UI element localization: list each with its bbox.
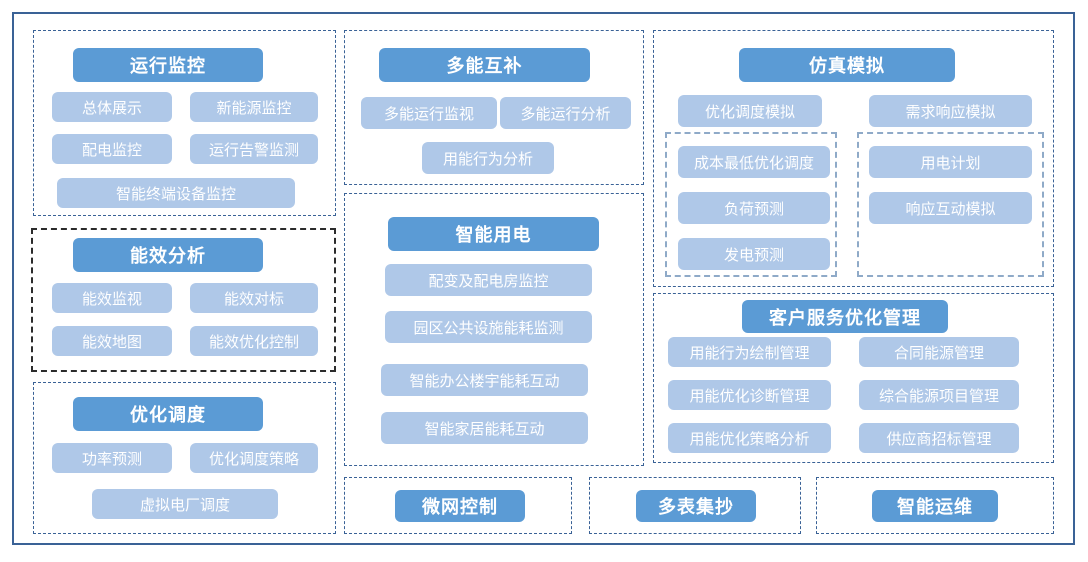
- item-xuni-dianchang-diaodu[interactable]: 虚拟电厂调度: [92, 489, 278, 519]
- section-header-weiwang-kongzhi[interactable]: 微网控制: [395, 490, 525, 522]
- section-header-zhineng-yongdian[interactable]: 智能用电: [388, 217, 599, 251]
- item-xuqiu-xiangying-moni[interactable]: 需求响应模拟: [869, 95, 1032, 127]
- item-peidian-jiankong[interactable]: 配电监控: [52, 134, 172, 164]
- item-duoneng-yunxing-jianshi[interactable]: 多能运行监视: [361, 97, 497, 129]
- section-header-nengxiao-fenxi[interactable]: 能效分析: [73, 238, 263, 272]
- item-duoneng-yunxing-fenxi[interactable]: 多能运行分析: [500, 97, 631, 129]
- item-peibian-ji-peidianfang-jiankong[interactable]: 配变及配电房监控: [385, 264, 592, 296]
- subgroup-fangzhen-sub-left[interactable]: [665, 132, 837, 277]
- section-header-zhineng-yunwei[interactable]: 智能运维: [872, 490, 998, 522]
- item-yongneng-xingwei-fenxi[interactable]: 用能行为分析: [422, 142, 554, 174]
- item-gongyingshang-zhaobiao-guanli[interactable]: 供应商招标管理: [859, 423, 1019, 453]
- item-youhua-diaodu-celue[interactable]: 优化调度策略: [190, 443, 318, 473]
- item-yongneng-youhua-zhenduan-guanli[interactable]: 用能优化诊断管理: [668, 380, 831, 410]
- section-header-duobiao-jichao[interactable]: 多表集抄: [636, 490, 756, 522]
- item-nengxiao-jianshi[interactable]: 能效监视: [52, 283, 172, 313]
- item-yunxing-gaojing-jiance[interactable]: 运行告警监测: [190, 134, 318, 164]
- section-header-duoneng-hubu[interactable]: 多能互补: [379, 48, 590, 82]
- item-yuanqu-gonggong-sheshi-nenghao-jiance[interactable]: 园区公共设施能耗监测: [385, 311, 592, 343]
- item-yongdian-jihua[interactable]: 用电计划: [869, 146, 1032, 178]
- item-chengben-zuidi-youhua-diaodu[interactable]: 成本最低优化调度: [678, 146, 830, 178]
- section-header-yunxing-jiankong[interactable]: 运行监控: [73, 48, 263, 82]
- item-zhineng-jiaju-nenghao-hudong[interactable]: 智能家居能耗互动: [381, 412, 588, 444]
- item-zhineng-bangong-louyu-nenghao-hudong[interactable]: 智能办公楼宇能耗互动: [381, 364, 588, 396]
- item-nengxiao-youhua-kongzhi[interactable]: 能效优化控制: [190, 326, 318, 356]
- item-nengxiao-ditu[interactable]: 能效地图: [52, 326, 172, 356]
- item-fadian-yuce[interactable]: 发电预测: [678, 238, 830, 270]
- section-header-youhua-diaodu[interactable]: 优化调度: [73, 397, 263, 431]
- item-yongneng-xingwei-huizhi-guanli[interactable]: 用能行为绘制管理: [668, 337, 831, 367]
- item-zhineng-zhongduan-shebei-jiankong[interactable]: 智能终端设备监控: [57, 178, 295, 208]
- item-xinnengyuan-jiankong[interactable]: 新能源监控: [190, 92, 318, 122]
- item-zongti-zhanshi[interactable]: 总体展示: [52, 92, 172, 122]
- item-nengxiao-duibiao[interactable]: 能效对标: [190, 283, 318, 313]
- item-hetong-nengyuan-guanli[interactable]: 合同能源管理: [859, 337, 1019, 367]
- section-header-fangzhen-moni[interactable]: 仿真模拟: [739, 48, 955, 82]
- item-yongneng-youhua-celue-fenxi[interactable]: 用能优化策略分析: [668, 423, 831, 453]
- section-header-kehu-fuwu[interactable]: 客户服务优化管理: [742, 300, 948, 333]
- item-gonglv-yuce[interactable]: 功率预测: [52, 443, 172, 473]
- item-fuhe-yuce[interactable]: 负荷预测: [678, 192, 830, 224]
- item-youhua-diaodu-moni[interactable]: 优化调度模拟: [678, 95, 822, 127]
- item-xiangying-hudong-moni[interactable]: 响应互动模拟: [869, 192, 1032, 224]
- item-zonghe-nengyuan-xiangmu-guanli[interactable]: 综合能源项目管理: [859, 380, 1019, 410]
- subgroup-fangzhen-sub-right[interactable]: [857, 132, 1044, 277]
